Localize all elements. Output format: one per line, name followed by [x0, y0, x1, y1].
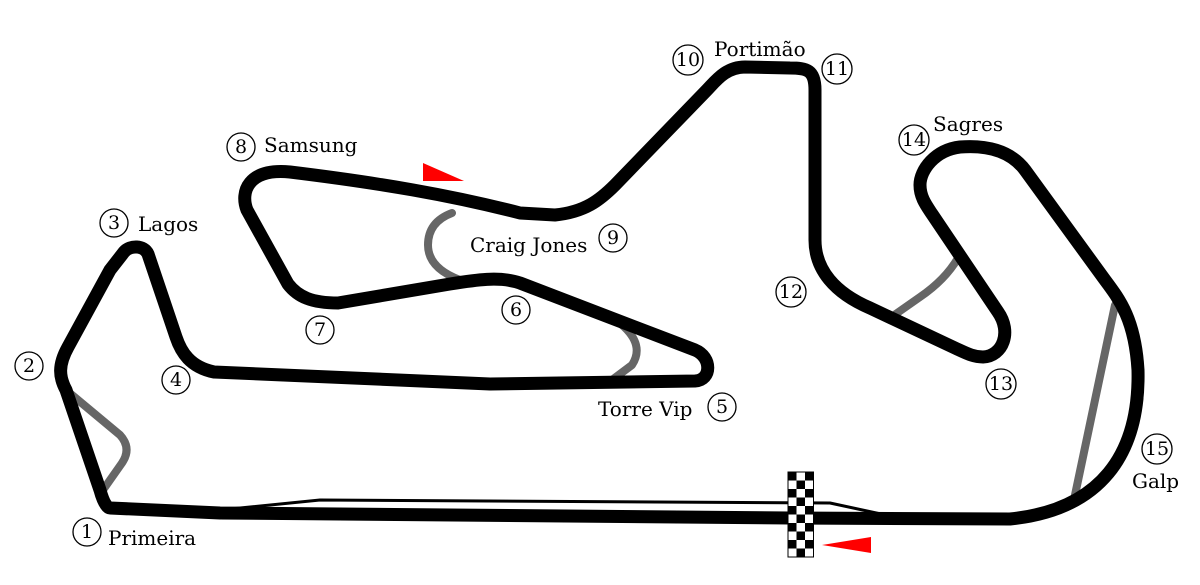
direction-arrow-icon	[423, 163, 464, 181]
corner-1: 1 Primeira	[72, 517, 196, 550]
flag-square	[805, 523, 814, 532]
corner-4: 4	[161, 365, 191, 395]
corner-name: Primeira	[108, 526, 196, 550]
corner-name: Torre Vip	[598, 397, 692, 421]
corner-7: 7	[305, 315, 335, 345]
corner-number: 12	[779, 281, 803, 303]
corner-number: 5	[716, 396, 728, 418]
runoff-galp	[1071, 301, 1119, 499]
corner-name: Sagres	[933, 112, 1003, 136]
corner-number: 8	[235, 136, 247, 158]
runoff-samsung-chicane	[424, 209, 464, 284]
flag-square	[805, 489, 814, 498]
corner-3: 3 Lagos	[99, 208, 198, 238]
flag-square	[796, 514, 805, 523]
runoff-turn-5	[608, 321, 641, 384]
corner-number: 4	[170, 369, 182, 391]
corner-number: 1	[81, 521, 93, 543]
corner-name: Craig Jones	[470, 233, 587, 257]
start-finish-flag-icon	[787, 471, 814, 558]
corner-number: 6	[510, 299, 522, 321]
direction-arrow-icon	[822, 537, 871, 553]
corner-14: 14 Sagres	[898, 112, 1003, 156]
corner-number: 11	[825, 58, 849, 80]
corner-8: 8 Samsung	[226, 132, 358, 162]
corner-11: 11	[821, 53, 853, 85]
corner-name: Lagos	[138, 212, 198, 236]
corner-6: 6	[501, 295, 531, 325]
corner-name: Galp	[1132, 469, 1179, 493]
corner-5: 5 Torre Vip	[598, 392, 737, 422]
flag-square	[788, 472, 797, 481]
corner-9: 9 Craig Jones	[470, 223, 628, 257]
corner-13: 13	[985, 368, 1017, 400]
corner-2: 2	[14, 351, 44, 381]
corner-10: 10 Portimão	[672, 37, 806, 76]
flag-square	[788, 506, 797, 515]
flag-square	[788, 523, 797, 532]
track-main	[54, 60, 1145, 526]
corner-number: 10	[676, 49, 700, 71]
flag-square	[796, 531, 805, 540]
corner-number: 9	[607, 227, 619, 249]
corner-number: 14	[902, 129, 926, 151]
corner-12: 12	[775, 276, 807, 308]
corner-name: Portimão	[714, 37, 806, 61]
corner-number: 3	[108, 212, 120, 234]
flag-square	[788, 540, 797, 549]
corner-number: 13	[989, 373, 1013, 395]
corner-name: Samsung	[264, 133, 358, 157]
corner-number: 15	[1145, 438, 1169, 460]
flag-square	[796, 480, 805, 489]
flag-square	[788, 489, 797, 498]
flag-square	[796, 548, 805, 557]
runoff-turn-2	[62, 386, 131, 494]
flag-square	[805, 506, 814, 515]
flag-square	[805, 540, 814, 549]
flag-square	[805, 472, 814, 481]
runoff-sagres	[886, 254, 962, 322]
corner-number: 7	[314, 319, 326, 341]
flag-square	[796, 497, 805, 506]
corner-number: 2	[23, 355, 35, 377]
pit-lane	[189, 498, 896, 519]
corner-15: 15 Galp	[1132, 433, 1179, 493]
